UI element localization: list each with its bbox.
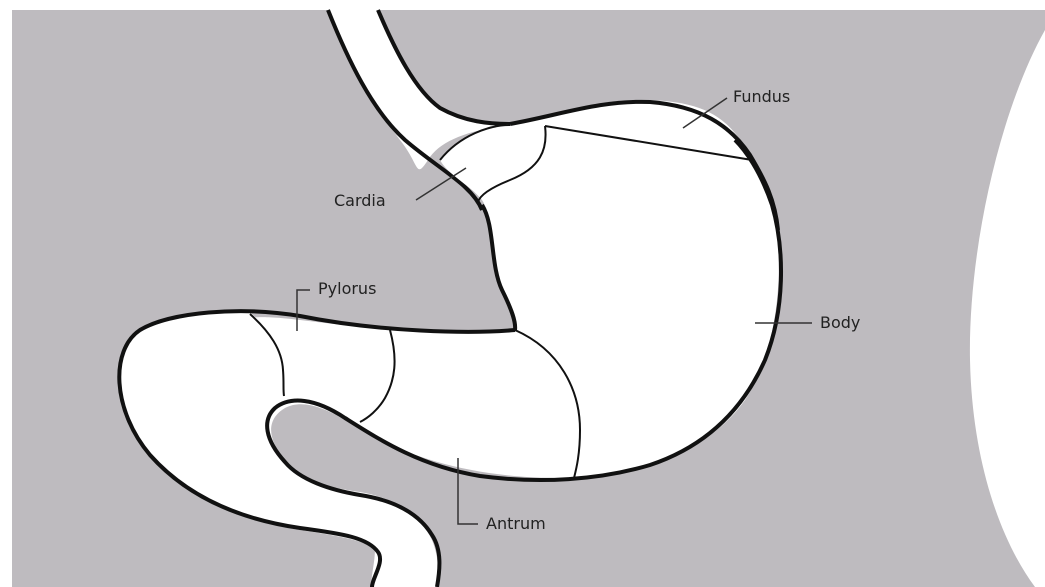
cardia-label: Cardia — [334, 191, 386, 210]
body-label: Body — [820, 313, 860, 332]
pylorus-label: Pylorus — [318, 279, 376, 298]
fundus-label: Fundus — [733, 87, 790, 106]
antrum-label: Antrum — [486, 514, 546, 533]
